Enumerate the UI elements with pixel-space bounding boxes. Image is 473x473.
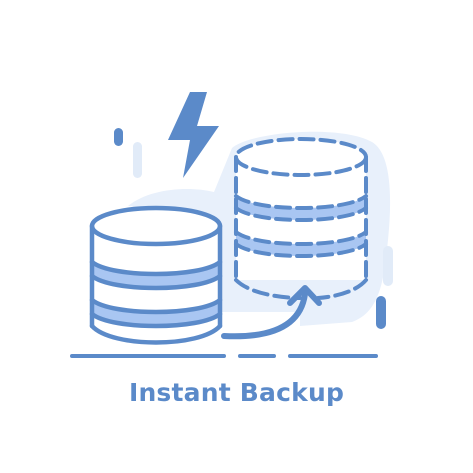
lightning-bolt-icon <box>168 92 219 178</box>
decor-left <box>114 128 142 178</box>
backup-database-icon <box>234 137 368 300</box>
curved-arrow-icon <box>221 285 322 340</box>
caption-title: Instant Backup <box>128 378 345 407</box>
decor-right <box>376 246 393 329</box>
database-icon <box>89 205 223 345</box>
